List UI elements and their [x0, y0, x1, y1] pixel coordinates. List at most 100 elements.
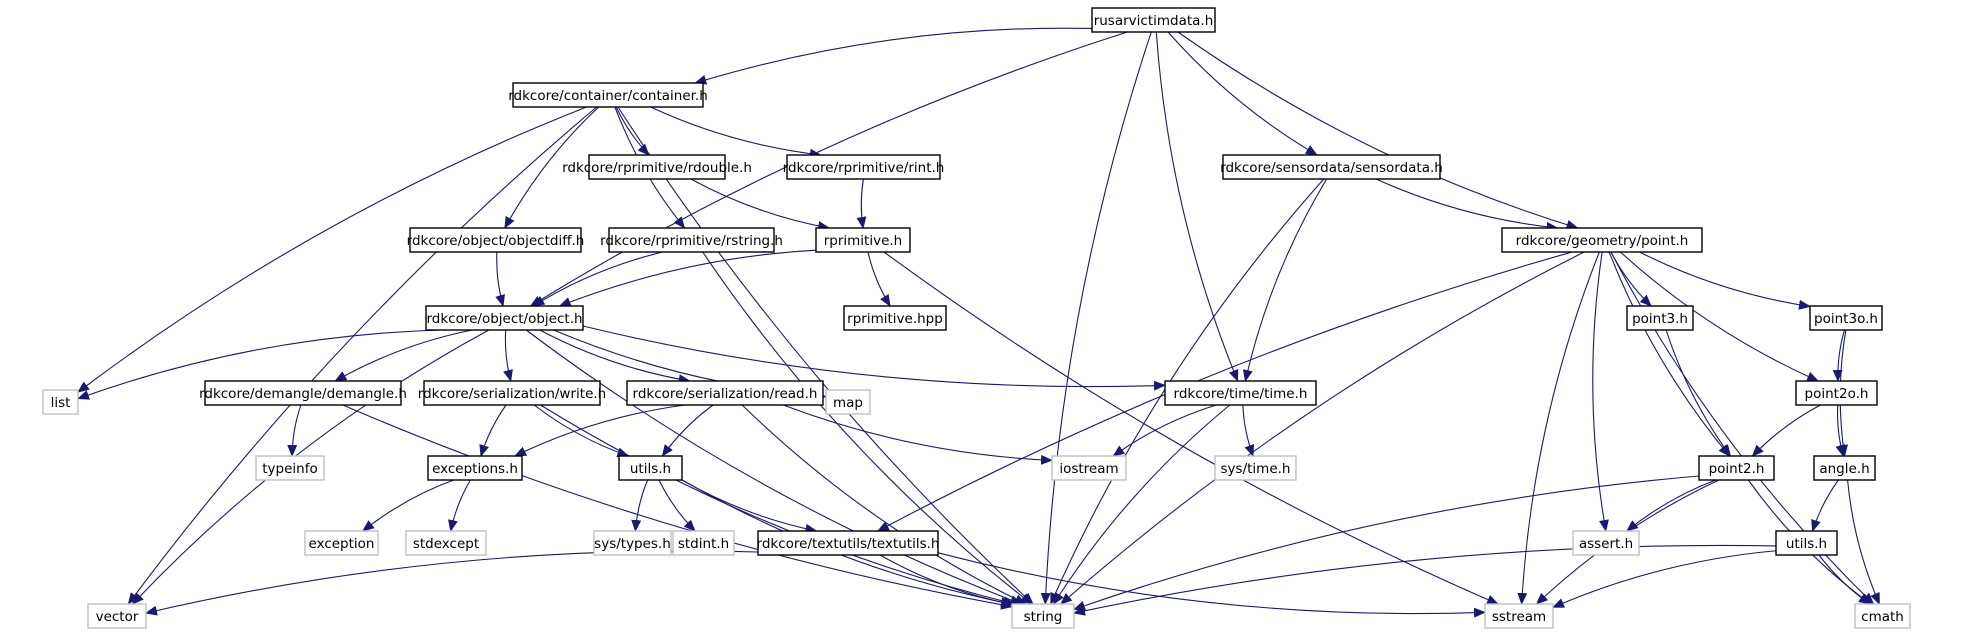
node-utils2[interactable]: utils.h — [1775, 530, 1838, 556]
node-label: rprimitive.hpp — [847, 311, 943, 327]
node-container[interactable]: rdkcore/container/container.h — [508, 82, 708, 108]
node-label: rdkcore/serialization/write.h — [418, 386, 606, 402]
node-label: point3o.h — [1814, 311, 1878, 327]
node-point3[interactable]: point3.h — [1626, 305, 1694, 331]
node-label: string — [1024, 609, 1063, 625]
node-object[interactable]: rdkcore/object/object.h — [425, 305, 584, 331]
edge-container-to-list — [77, 106, 587, 393]
node-box — [1809, 305, 1883, 331]
node-label: rusarvictimdata.h — [1094, 13, 1214, 29]
edge-rprimitive-to-rprimhpp — [867, 251, 891, 307]
node-point[interactable]: rdkcore/geometry/point.h — [1501, 227, 1703, 253]
node-assert: assert.h — [1572, 530, 1640, 556]
node-box — [1501, 227, 1703, 253]
node-box — [405, 530, 487, 556]
node-box — [425, 305, 584, 331]
node-point2o[interactable]: point2o.h — [1795, 380, 1878, 406]
edge-point-to-cmath — [1610, 251, 1875, 605]
edge-write-to-utils1 — [533, 404, 630, 458]
node-label: vector — [96, 609, 139, 625]
edge-root-to-sensordata — [1167, 31, 1318, 156]
node-systypes: sys/types.h — [593, 530, 672, 556]
edge-read-to-exceptions — [514, 404, 686, 457]
node-box — [1854, 603, 1911, 629]
node-sensordata[interactable]: rdkcore/sensordata/sensordata.h — [1220, 154, 1443, 180]
node-box — [1164, 380, 1317, 406]
edge-point2-to-assert — [1626, 479, 1716, 532]
node-box — [1775, 530, 1838, 556]
node-label: stdexcept — [413, 536, 479, 552]
edge-utils2-to-string — [1073, 544, 1777, 616]
node-box — [427, 455, 523, 481]
node-rdouble[interactable]: rdkcore/rprimitive/rdouble.h — [562, 154, 752, 180]
node-root[interactable]: rusarvictimdata.h — [1091, 7, 1216, 33]
node-label: typeinfo — [262, 461, 317, 477]
edge-root-to-time — [1155, 31, 1239, 382]
node-box — [87, 603, 147, 629]
node-box — [1572, 530, 1640, 556]
node-objectdiff[interactable]: rdkcore/object/objectdiff.h — [407, 227, 585, 253]
node-box — [1795, 380, 1878, 406]
edge-root-to-container — [694, 27, 1093, 85]
node-time[interactable]: rdkcore/time/time.h — [1164, 380, 1317, 406]
node-label: angle.h — [1819, 461, 1869, 477]
edge-point-to-point3 — [1610, 251, 1652, 307]
node-demangle[interactable]: rdkcore/demangle/demangle.h — [199, 380, 407, 406]
node-rprimhpp[interactable]: rprimitive.hpp — [843, 305, 947, 331]
edge-demangle-to-string — [342, 404, 1013, 610]
node-label: sys/types.h — [594, 536, 671, 552]
edge-object-to-read — [539, 329, 691, 385]
node-label: utils.h — [630, 461, 671, 477]
edge-container-to-rint — [650, 106, 822, 159]
edge-write-to-string — [540, 404, 1016, 607]
edge-time-to-iostream — [1112, 404, 1217, 457]
edge-point-to-point2o — [1620, 251, 1820, 382]
node-box — [815, 227, 911, 253]
node-write[interactable]: rdkcore/serialization/write.h — [418, 380, 606, 406]
node-angle[interactable]: angle.h — [1813, 455, 1876, 481]
edge-root-to-point — [1177, 31, 1579, 230]
node-label: rprimitive.h — [824, 233, 903, 249]
edge-utils2-to-sstream — [1552, 550, 1777, 608]
node-rstring[interactable]: rdkcore/rprimitive/rstring.h — [600, 227, 783, 253]
node-label: stdint.h — [678, 536, 729, 552]
node-box — [757, 530, 939, 556]
node-box — [1698, 455, 1775, 481]
node-box — [1214, 455, 1297, 481]
node-textutils[interactable]: rdkcore/textutils/textutils.h — [757, 530, 940, 556]
node-list: list — [42, 389, 79, 415]
node-box — [626, 380, 824, 406]
edge-utils2-to-cmath — [1818, 554, 1871, 605]
edge-point-to-textutils — [876, 251, 1573, 532]
edge-point-to-string — [1060, 251, 1585, 605]
node-label: point2o.h — [1805, 386, 1869, 402]
node-label: exceptions.h — [432, 461, 518, 477]
node-box — [672, 530, 735, 556]
node-sstream: sstream — [1484, 603, 1554, 629]
node-vector: vector — [87, 603, 147, 629]
node-box — [1011, 603, 1075, 629]
node-label: rdkcore/object/objectdiff.h — [407, 233, 585, 249]
node-point3o[interactable]: point3o.h — [1809, 305, 1883, 331]
edge-exceptions-to-exception — [362, 479, 454, 532]
edge-rstring-to-string — [702, 251, 1033, 605]
node-rint[interactable]: rdkcore/rprimitive/rint.h — [783, 154, 945, 180]
node-exceptions[interactable]: exceptions.h — [427, 455, 523, 481]
node-utils1[interactable]: utils.h — [618, 455, 683, 481]
node-label: exception — [309, 536, 375, 552]
node-label: rdkcore/rprimitive/rstring.h — [600, 233, 783, 249]
edge-demangle-to-typeinfo — [287, 404, 302, 457]
edge-write-to-exceptions — [479, 404, 507, 457]
edge-object-to-string — [525, 329, 1023, 605]
edge-container-to-objectdiff — [504, 106, 600, 229]
node-label: sstream — [1492, 609, 1546, 625]
edge-object-to-list — [77, 329, 442, 400]
node-box — [608, 227, 775, 253]
node-rprimitive[interactable]: rprimitive.h — [815, 227, 911, 253]
node-point2[interactable]: point2.h — [1698, 455, 1775, 481]
node-read[interactable]: rdkcore/serialization/read.h — [626, 380, 824, 406]
edge-read-to-string — [741, 404, 1027, 605]
node-label: rdkcore/container/container.h — [508, 88, 708, 104]
edge-object-to-write — [503, 329, 513, 382]
node-box — [409, 227, 582, 253]
